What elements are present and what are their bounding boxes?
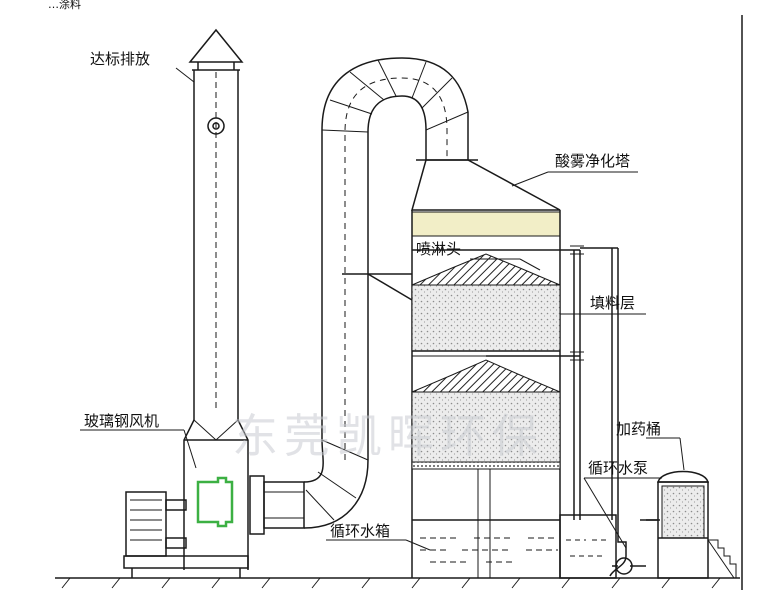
label-spray-head: 喷淋头 (416, 240, 461, 258)
label-dosing-tank: 加药桶 (616, 420, 661, 438)
label-packing-layer: 填料层 (590, 294, 635, 312)
acid-mist-tower (411, 159, 580, 578)
leader-lines (80, 67, 685, 551)
label-water-tank: 循环水箱 (330, 522, 390, 540)
label-discharge: 达标排放 (90, 50, 150, 68)
exhaust-stack (183, 28, 249, 570)
ground (55, 577, 740, 589)
fiberglass-fan (123, 475, 305, 578)
top-fragment-text: …涂料 (48, 0, 81, 11)
watermark-text: 东莞凯晖环保 (232, 409, 544, 463)
label-pump: 循环水泵 (588, 459, 648, 477)
label-fan: 玻璃钢风机 (84, 412, 159, 430)
dosing-tank (646, 470, 737, 579)
label-tower: 酸雾净化塔 (555, 152, 630, 170)
recirculation-piping (559, 245, 660, 579)
connecting-duct (303, 57, 469, 529)
